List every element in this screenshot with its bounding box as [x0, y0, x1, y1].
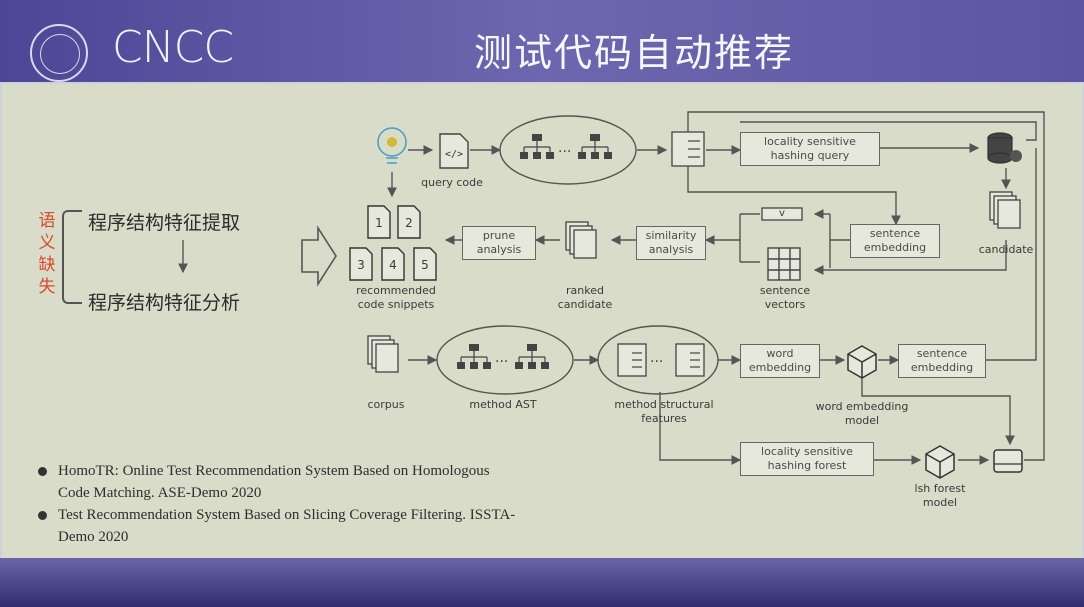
svg-text:···: ··· [495, 354, 508, 370]
left-brace [62, 210, 82, 304]
slide-title: 测试代码自动推荐 [474, 31, 795, 75]
snippet-number: 2 [405, 216, 413, 230]
snippet-number: 4 [389, 258, 397, 272]
reference-item: Test Recommendation System Based on Slic… [36, 504, 518, 548]
university-seal-icon [30, 24, 88, 82]
structure-analysis-text: 程序结构特征分析 [88, 292, 241, 314]
semantic-missing-label: 语 义 缺 失 [38, 210, 56, 298]
cncc-logo: CNCC [112, 22, 234, 73]
structure-extraction-text: 程序结构特征提取 [88, 212, 241, 234]
lsh-forest-box: locality sensitive hashing forest [740, 442, 874, 476]
method-features-label: method structural features [614, 398, 714, 425]
candidate-label: candidate [978, 243, 1034, 256]
lsh-forest-model-label: lsh forest model [914, 482, 966, 509]
snippet-number: 3 [357, 258, 365, 272]
slide-footer [0, 558, 1084, 607]
sentence-embedding-mid-box: sentence embedding [898, 344, 986, 378]
reference-item: HomoTR: Online Test Recommendation Syste… [36, 460, 518, 504]
svg-text:···: ··· [558, 144, 571, 160]
sentence-vectors-label: sentence vectors [759, 284, 811, 311]
word-embedding-model-label: word embedding model [815, 400, 909, 427]
similarity-analysis-box: similarity analysis [636, 226, 706, 260]
slide-header: CNCC 测试代码自动推荐 [0, 0, 1084, 82]
red-char: 失 [38, 277, 56, 297]
snippet-number: 5 [421, 258, 429, 272]
vector-v-label: v [779, 208, 785, 219]
reference-list: HomoTR: Online Test Recommendation Syste… [36, 460, 518, 548]
sentence-embedding-top-box: sentence embedding [850, 224, 940, 258]
snippet-number: 1 [375, 216, 383, 230]
method-ast-label: method AST [469, 398, 537, 411]
lsh-query-box: locality sensitive hashing query [740, 132, 880, 166]
svg-text:</>: </> [445, 149, 463, 160]
query-code-label: query code [421, 176, 483, 189]
prune-analysis-box: prune analysis [462, 226, 536, 260]
content-panel [2, 84, 1082, 559]
svg-text:···: ··· [650, 354, 663, 370]
word-embedding-box: word embedding [740, 344, 820, 378]
ranked-candidate-label: ranked candidate [557, 284, 613, 311]
red-char: 缺 [38, 255, 56, 275]
corpus-label: corpus [367, 398, 405, 411]
red-char: 语 [38, 211, 56, 231]
red-char: 义 [38, 233, 56, 253]
recommended-snippets-label: recommended code snippets [356, 284, 436, 311]
tree-icons [457, 134, 612, 369]
